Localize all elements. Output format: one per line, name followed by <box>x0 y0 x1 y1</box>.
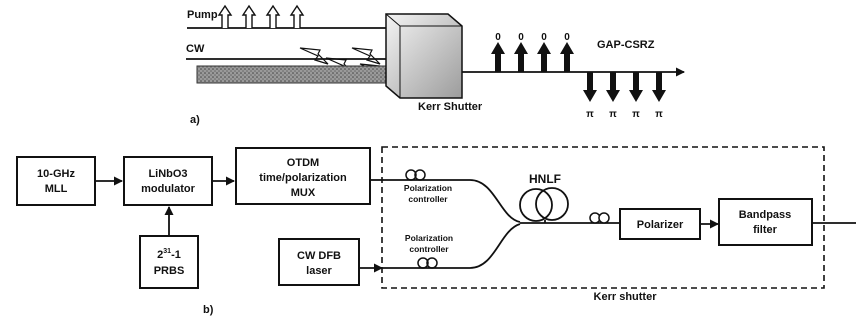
otdm-mux-block <box>235 147 371 205</box>
pump-pulse-arrow <box>265 4 281 28</box>
panel-b-label: b) <box>203 304 214 316</box>
otdm-label-line1: OTDM <box>287 157 319 169</box>
phase-pi-label: π <box>655 109 663 120</box>
cw-dfb-block <box>278 238 360 286</box>
part-b-diagram: Kerr shutter 10-GHz MLL LiNbO3 modulator… <box>16 146 856 316</box>
mll-label-line2: MLL <box>45 183 68 195</box>
pump-label: Pump <box>187 9 218 21</box>
pc-bottom-label-line1: Polarization <box>405 233 453 243</box>
pump-pulse-arrow <box>241 4 257 28</box>
pump-pulse-arrow <box>289 4 305 28</box>
cw-signal-bar <box>196 65 397 84</box>
cw-dfb-label-line1: CW DFB <box>297 250 341 262</box>
phase-zero-label: 0 <box>518 32 524 43</box>
phase-pi-label: π <box>632 109 640 120</box>
polarizer-block <box>619 208 701 240</box>
polarization-controller-output-icon <box>589 212 610 224</box>
pc-top-label-line1: Polarization <box>404 183 452 193</box>
gap-csrz-label: GAP-CSRZ <box>597 39 655 51</box>
phase-pi-pulses <box>583 72 666 102</box>
kerr-shutter-region <box>381 146 825 289</box>
phase-zero-label: 0 <box>564 32 570 43</box>
kerr-shutter-cube <box>385 13 463 99</box>
signal-fiber <box>384 179 521 223</box>
hnlf-label: HNLF <box>529 172 561 186</box>
pump-pulses <box>217 4 305 28</box>
phase-pi-label: π <box>609 109 617 120</box>
cw-label: CW <box>186 43 205 55</box>
otdm-label-line2: time/polarization <box>259 172 347 184</box>
mll-label-line1: 10-GHz <box>37 168 75 180</box>
polarizer-label: Polarizer <box>637 219 684 231</box>
prbs-label-line1: 231-1 <box>157 248 181 261</box>
modulator-label-line2: modulator <box>141 183 195 195</box>
part-a-diagram: Pump CW Kerr Shutter GAP-CSRZ <box>186 4 685 126</box>
modulator-block <box>123 156 213 206</box>
bandpass-filter-block <box>718 198 813 246</box>
polarization-controller-bottom-icon <box>417 257 438 269</box>
polarization-controller-top-icon <box>405 169 426 181</box>
pc-top-label-line2: controller <box>408 194 448 204</box>
kerr-shutter-region-label: Kerr shutter <box>594 291 658 303</box>
bandpass-label-line1: Bandpass <box>739 209 792 221</box>
bandpass-label-line2: filter <box>753 224 778 236</box>
hnlf-coil-icon <box>519 187 569 223</box>
pump-pulse-arrow <box>217 4 233 28</box>
panel-a-label: a) <box>190 114 200 126</box>
pc-bottom-label-line2: controller <box>409 244 449 254</box>
cw-dfb-label-line2: laser <box>306 265 332 277</box>
cw-fiber <box>382 223 521 269</box>
phase-zero-pulses <box>491 42 574 72</box>
prbs-label-line2: PRBS <box>154 265 185 277</box>
prbs-base: 2 <box>157 249 163 261</box>
mll-block <box>16 156 96 206</box>
phase-zero-label: 0 <box>495 32 501 43</box>
prbs-exponent: 31 <box>163 248 171 255</box>
kerr-shutter-label: Kerr Shutter <box>418 101 483 113</box>
phase-pi-label: π <box>586 109 594 120</box>
modulator-label-line1: LiNbO3 <box>148 168 187 180</box>
otdm-label-line3: MUX <box>291 187 316 199</box>
prbs-minus-one: -1 <box>171 249 181 261</box>
prbs-block <box>139 235 199 289</box>
phase-zero-label: 0 <box>541 32 547 43</box>
